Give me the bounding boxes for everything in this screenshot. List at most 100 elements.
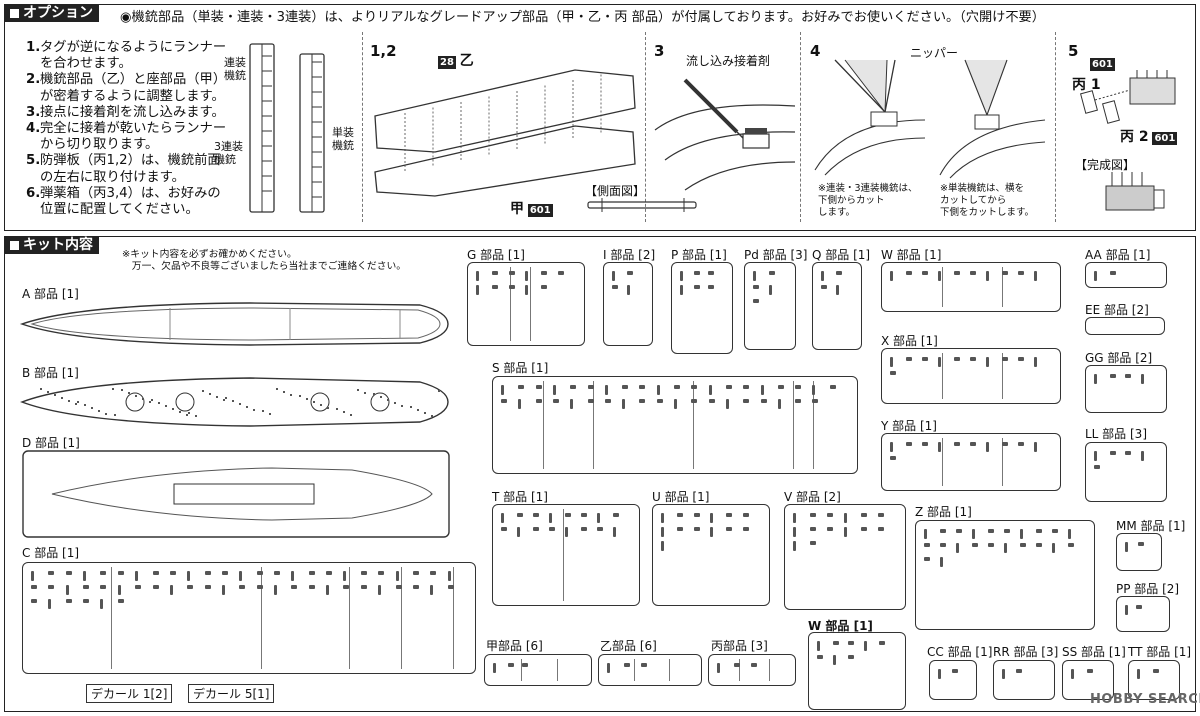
part-label-X: X 部品 [1]: [881, 334, 938, 348]
part-label-GG: GG 部品 [2]: [1085, 351, 1153, 365]
sprue-G: [467, 262, 585, 346]
small-part: [986, 271, 989, 281]
part-label-MM: MM 部品 [1]: [1116, 519, 1186, 533]
small-part: [152, 585, 159, 589]
small-part: [725, 399, 729, 409]
small-part: [492, 271, 499, 275]
small-part: [501, 513, 504, 523]
small-part: [1036, 543, 1042, 547]
completed-label: 【完成図】: [1075, 158, 1136, 172]
small-part: [760, 399, 767, 403]
sprue-S: [492, 376, 858, 474]
sprue-divider: [401, 567, 402, 669]
sprue-W: [881, 262, 1061, 312]
small-part: [552, 385, 556, 395]
small-part: [557, 271, 564, 275]
part-label-hei: 丙部品 [3]: [711, 639, 768, 653]
small-part: [693, 527, 700, 531]
small-part: [525, 285, 528, 295]
small-part: [343, 571, 347, 581]
small-part: [821, 285, 827, 289]
small-part: [1138, 542, 1144, 546]
small-part: [65, 599, 72, 603]
small-part: [694, 271, 700, 275]
small-part: [986, 357, 989, 367]
small-part: [848, 641, 855, 645]
small-part: [940, 543, 946, 547]
small-part: [308, 571, 315, 575]
small-part: [31, 571, 34, 581]
sprue-V: [784, 504, 906, 610]
small-part: [734, 663, 740, 667]
small-part: [708, 385, 712, 395]
sprue-divider: [563, 509, 564, 601]
kit-title: キット内容: [4, 236, 99, 254]
step-number: 4.: [26, 121, 41, 137]
sanrensou-label: 3連装 機銃: [214, 140, 243, 166]
small-part: [691, 399, 698, 403]
small-part: [970, 357, 976, 361]
small-part: [708, 285, 714, 289]
small-part: [412, 571, 419, 575]
part-label-PP: PP 部品 [2]: [1116, 582, 1180, 596]
small-part: [48, 585, 55, 589]
part-label-CC: CC 部品 [1]: [927, 645, 993, 659]
small-part: [570, 399, 574, 409]
side-view-label: 【側面図】: [585, 184, 646, 198]
small-part: [239, 585, 246, 589]
step4-number: 4: [810, 42, 821, 60]
small-part: [674, 385, 680, 389]
option-step-line: から切り取ります。: [26, 137, 226, 153]
step-number: 6.: [26, 185, 41, 201]
small-part: [1018, 271, 1024, 275]
small-part: [661, 527, 664, 537]
small-part: [970, 271, 976, 275]
small-part: [326, 571, 333, 575]
sprue-TT: [1128, 660, 1180, 700]
small-part: [533, 513, 539, 517]
sprue-divider: [530, 267, 531, 341]
sprue-divider: [634, 659, 635, 681]
small-part: [956, 543, 959, 553]
small-part: [810, 541, 816, 545]
sprue-kou: [484, 654, 592, 686]
small-part: [612, 285, 618, 289]
small-part: [769, 271, 775, 275]
small-part: [447, 571, 451, 581]
part-label-EE: EE 部品 [2]: [1085, 303, 1149, 317]
small-part: [836, 285, 839, 295]
small-part: [1125, 542, 1128, 552]
small-part: [890, 357, 893, 367]
small-part: [100, 585, 107, 589]
small-part: [753, 285, 759, 289]
sprue-divider: [739, 659, 740, 681]
small-part: [795, 399, 802, 403]
small-part: [395, 571, 399, 581]
small-part: [743, 385, 750, 389]
step3-number: 3: [654, 42, 665, 60]
small-part: [100, 599, 104, 609]
divider: [362, 32, 363, 222]
part-label-SS: SS 部品 [1]: [1062, 645, 1126, 659]
small-part: [878, 527, 884, 531]
small-part: [533, 527, 539, 531]
small-part: [1016, 669, 1022, 673]
small-part: [1094, 271, 1097, 281]
sprue-MM: [1116, 533, 1162, 571]
small-part: [812, 399, 819, 403]
small-part: [848, 655, 855, 659]
sprue-divider: [557, 659, 558, 681]
small-part: [710, 513, 713, 523]
part-label-Wb: W 部品 [1]: [808, 619, 873, 633]
small-part: [204, 571, 211, 575]
small-part: [31, 585, 37, 589]
small-part: [793, 513, 796, 523]
small-part: [187, 585, 194, 589]
sprue-divider: [942, 353, 943, 399]
small-part: [378, 571, 385, 575]
step-number: 1.: [26, 40, 41, 55]
part-label-AA: AA 部品 [1]: [1085, 248, 1151, 262]
small-part: [117, 571, 124, 575]
small-part: [1068, 543, 1074, 547]
code28-badge: 28 乙: [438, 53, 474, 69]
